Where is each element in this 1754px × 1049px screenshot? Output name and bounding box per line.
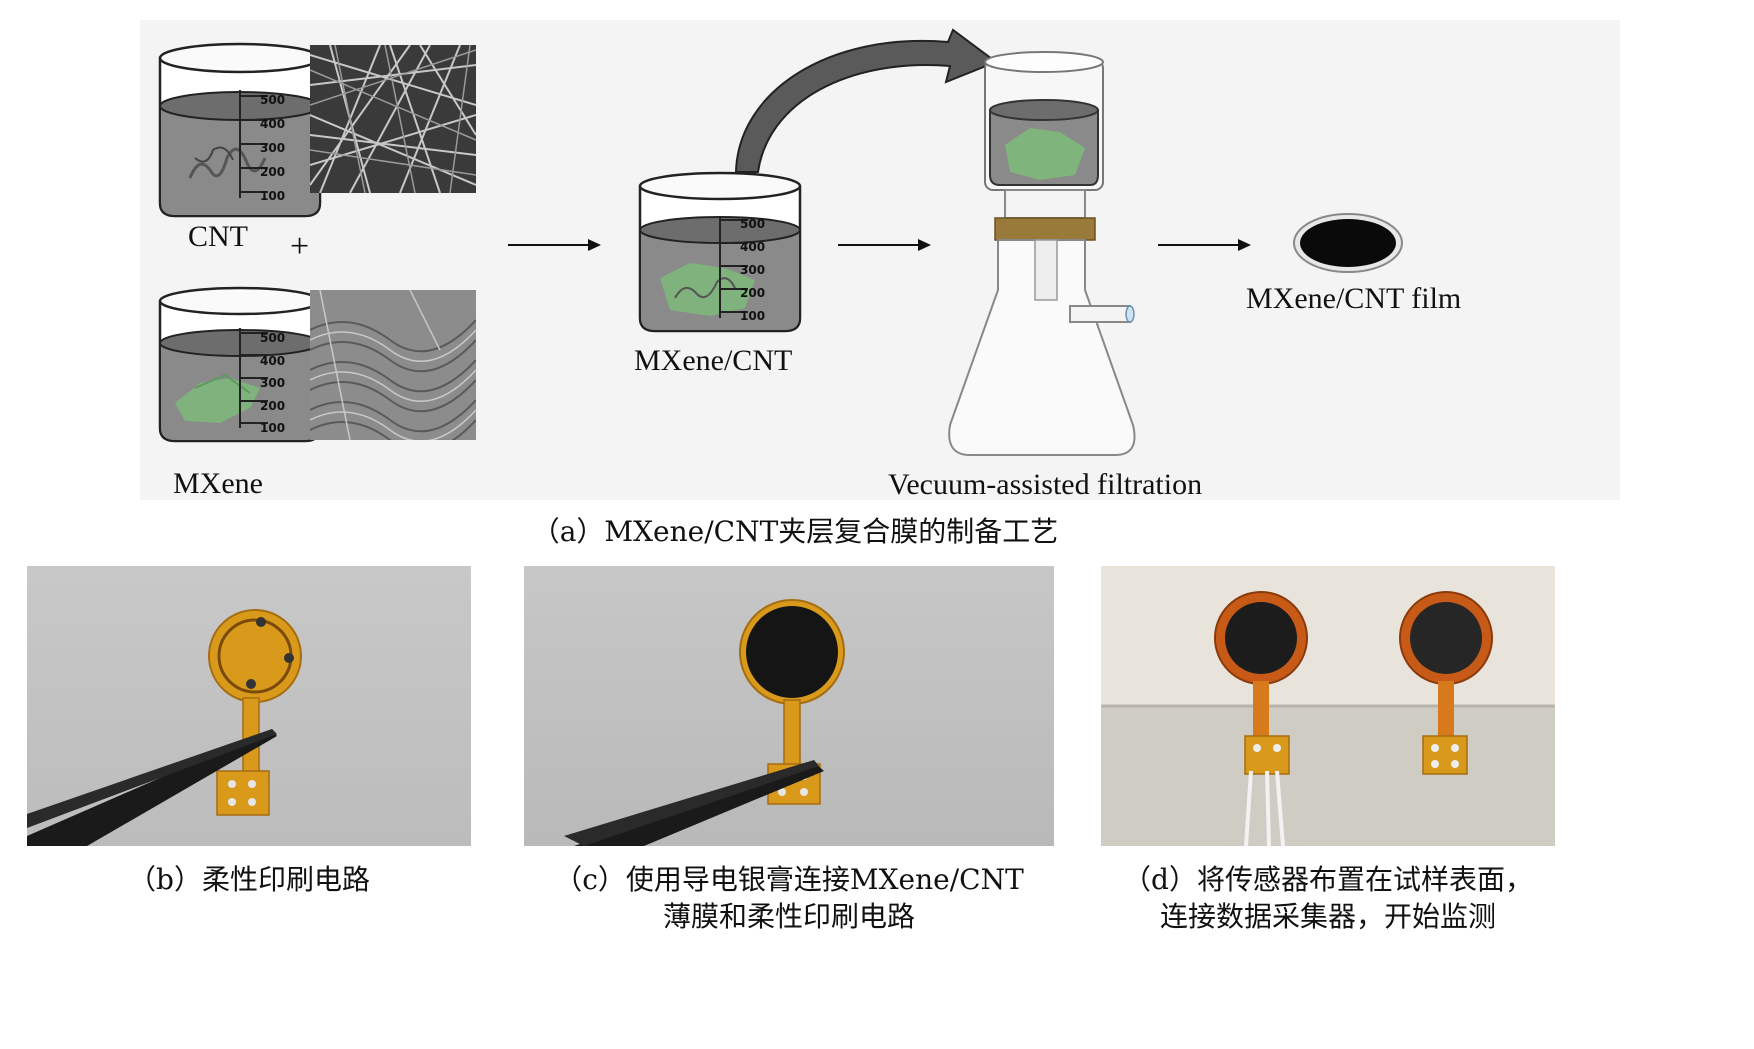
- scale-mark: 500: [740, 217, 766, 231]
- plus-sign: +: [290, 228, 310, 265]
- scale-mark: 400: [740, 240, 766, 254]
- arrow-right-icon: [838, 239, 931, 251]
- cnt-sem-image: [310, 45, 476, 193]
- mxene-beaker: [158, 286, 322, 443]
- cnt-label: CNT: [188, 220, 248, 253]
- scale-mark: 100: [260, 421, 286, 435]
- mxene-label: MXene: [173, 467, 263, 500]
- photo-circuit-with-film: [524, 566, 1054, 846]
- film-label: MXene/CNT film: [1246, 282, 1462, 315]
- mixture-beaker-scale: 500 400 300 200 100: [740, 213, 765, 328]
- mxene-beaker-scale: 500 400 300 200 100: [260, 327, 285, 440]
- photo-flexible-circuit: [27, 566, 471, 846]
- photo-sensors-on-specimen: [1101, 566, 1555, 846]
- scale-mark: 500: [260, 331, 286, 345]
- cnt-beaker: [158, 42, 322, 218]
- caption-c-line1: （c）使用导电银膏连接MXene/CNT: [554, 863, 1024, 896]
- scale-mark: 200: [740, 286, 766, 300]
- caption-a: （a）MXene/CNT夹层复合膜的制备工艺: [531, 515, 1059, 548]
- filtration-label: Vecuum-assisted filtration: [888, 468, 1203, 501]
- scale-mark: 100: [260, 189, 286, 203]
- scale-mark: 400: [260, 353, 286, 368]
- mixture-beaker: [638, 171, 802, 333]
- caption-c-line2: 薄膜和柔性印刷电路: [662, 900, 915, 933]
- scale-mark: 500: [260, 93, 286, 107]
- scale-mark: 300: [740, 263, 766, 277]
- scale-mark: 400: [260, 117, 286, 131]
- scale-mark: 300: [260, 376, 286, 390]
- mxene-cnt-film: [1293, 213, 1403, 273]
- cnt-beaker-scale: 500 400 300 200 100: [260, 88, 285, 208]
- caption-d-line1: （d）将传感器布置在试样表面，: [1123, 863, 1533, 896]
- mixture-label: MXene/CNT: [634, 344, 793, 377]
- caption-b: （b）柔性印刷电路: [128, 863, 370, 896]
- arrow-right-icon: [508, 239, 601, 251]
- caption-d-line2: 连接数据采集器，开始监测: [1159, 900, 1496, 933]
- scale-mark: 100: [740, 309, 766, 323]
- scale-mark: 200: [260, 165, 286, 179]
- mxene-sem-image: [310, 290, 476, 440]
- scale-mark: 200: [260, 398, 286, 413]
- scale-mark: 300: [260, 141, 286, 155]
- vacuum-filtration-apparatus: [948, 51, 1136, 456]
- arrow-right-icon: [1158, 239, 1251, 251]
